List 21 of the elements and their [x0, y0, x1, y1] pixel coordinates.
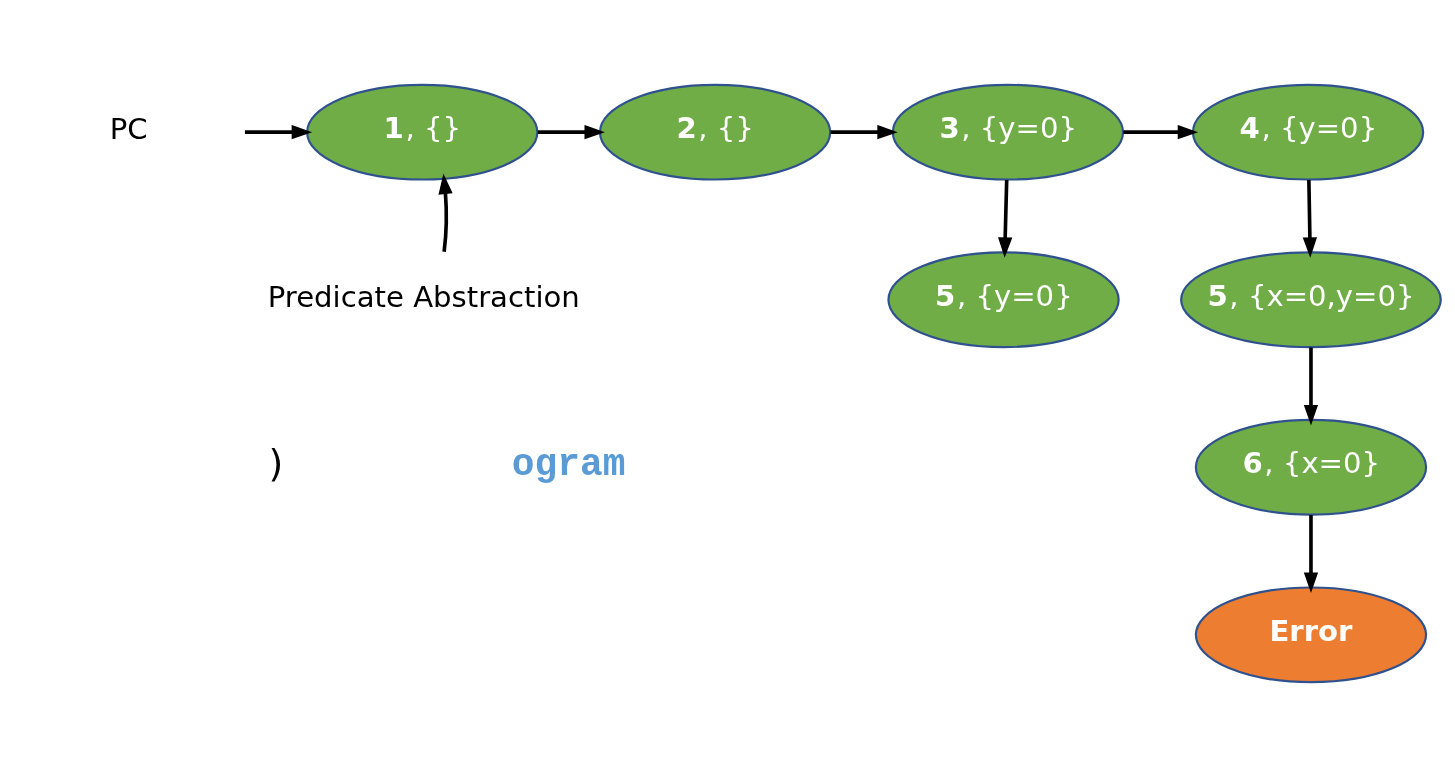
arrow — [438, 173, 453, 252]
node-ellipse: Error — [1194, 585, 1428, 683]
arrow — [537, 124, 605, 139]
node-ellipse: 5, {x=0,y=0} — [1180, 250, 1442, 348]
label: ) — [268, 440, 284, 485]
label: ogram — [511, 442, 626, 486]
node-ellipse: 5, {y=0} — [887, 250, 1120, 348]
arrow — [244, 124, 313, 139]
arrow — [1302, 179, 1318, 258]
node-ellipse: 3, {y=0} — [891, 83, 1125, 181]
arrow — [1303, 514, 1319, 593]
node-ellipse: 2, {} — [598, 83, 832, 181]
arrow — [830, 124, 898, 139]
node-text: PC — [109, 111, 148, 146]
arrow — [998, 179, 1013, 258]
node-ellipse: 4, {y=0} — [1191, 83, 1425, 181]
arrow — [1303, 347, 1319, 425]
node-text: Predicate Abstraction — [267, 279, 580, 314]
arrow — [1123, 124, 1199, 139]
node-ellipse: 1, {} — [306, 83, 539, 181]
node-ellipse: 6, {x=0} — [1194, 418, 1428, 516]
